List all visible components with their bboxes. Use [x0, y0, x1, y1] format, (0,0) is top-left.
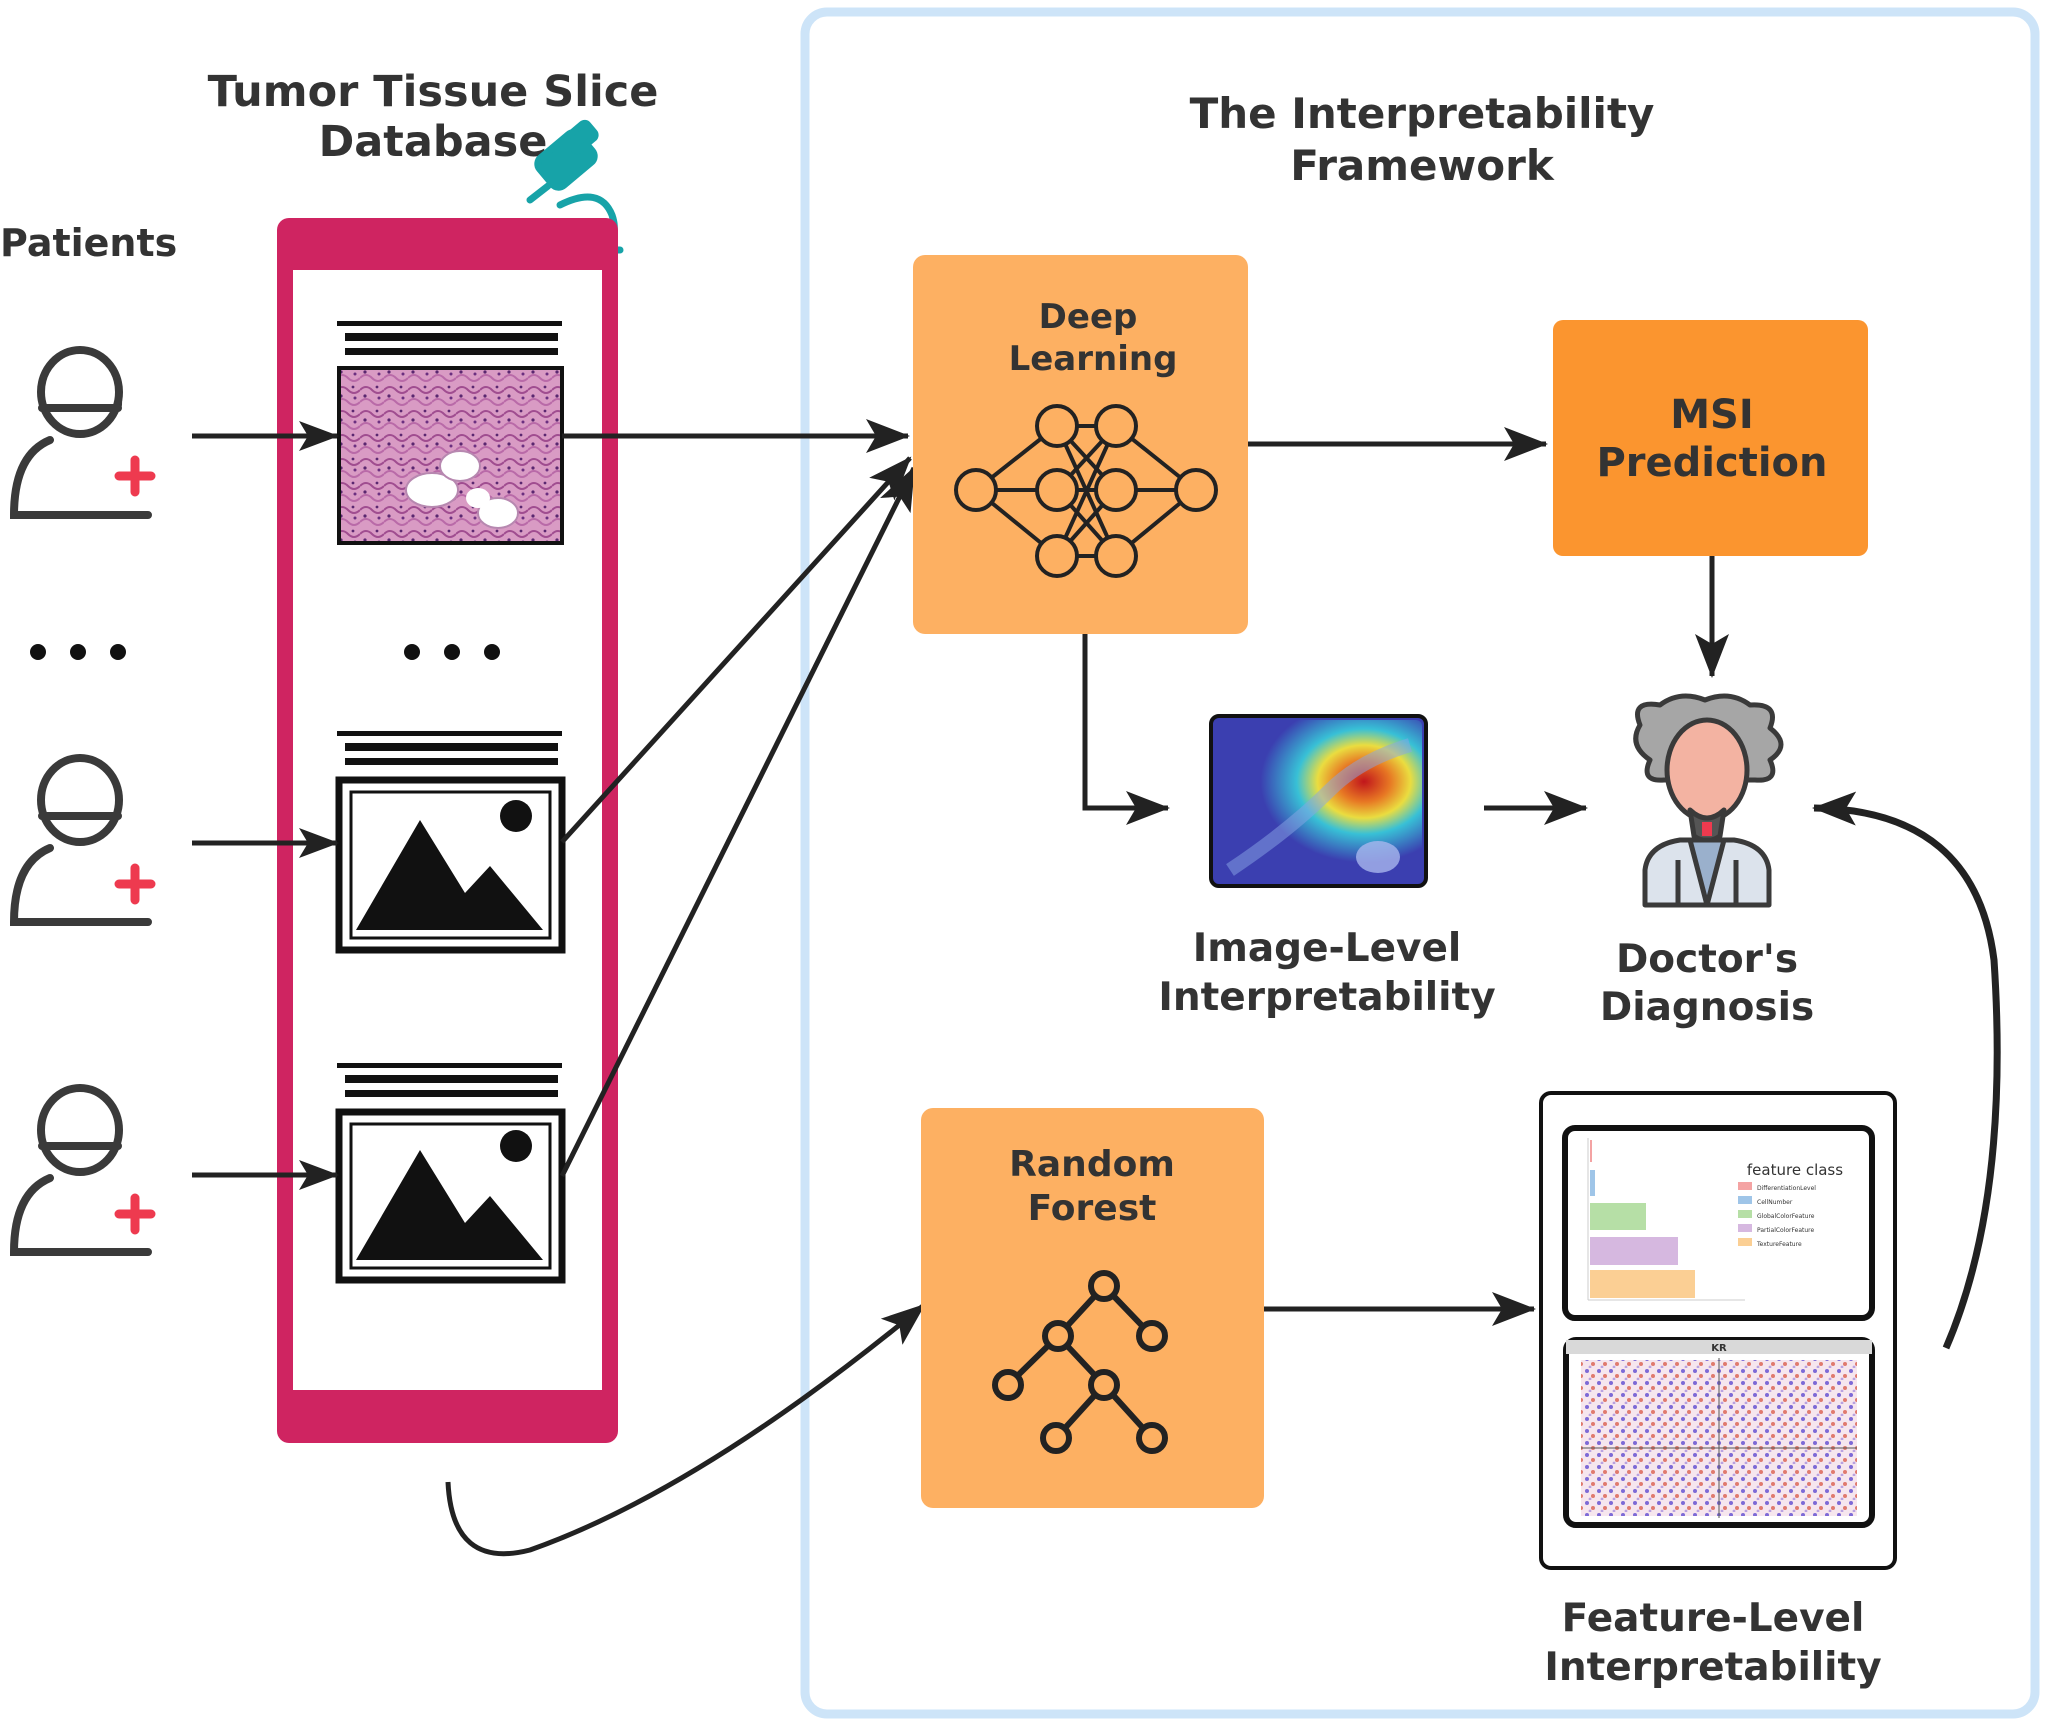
- msi-line1: MSI: [1670, 392, 1754, 438]
- legend-item-5: TextureFeature: [1756, 1241, 1802, 1248]
- feature-level-panel: feature class DifferentiationLevel CellN…: [1539, 1091, 1897, 1570]
- patient-icon-3: [9, 1084, 156, 1256]
- legend-item-3: GlobalColorFeature: [1757, 1213, 1815, 1220]
- feature-importance-chart: feature class DifferentiationLevel CellN…: [1562, 1125, 1875, 1321]
- arrow-slide3-to-dl: [559, 466, 917, 1178]
- patient-icon-2: [9, 754, 156, 926]
- scatter-header: KR: [1711, 1343, 1727, 1354]
- legend-item-1: DifferentiationLevel: [1757, 1185, 1816, 1192]
- slide-image-icon-2: [335, 731, 566, 954]
- doctor-line2: Diagnosis: [1600, 985, 1814, 1030]
- legend-title: feature class: [1747, 1161, 1843, 1179]
- arrow-slide2-to-dl: [560, 456, 912, 844]
- slide-he-thumbnail: [337, 321, 564, 545]
- deep-learning-line2: Learning: [1009, 339, 1178, 379]
- slides-ellipsis: [404, 644, 500, 660]
- legend-item-2: CellNumber: [1757, 1199, 1793, 1206]
- random-forest-line1: Random: [1009, 1144, 1175, 1185]
- bar-partial-color: [1590, 1237, 1678, 1265]
- framework-border: [800, 7, 2040, 1719]
- feature-level-line1: Feature-Level: [1562, 1596, 1865, 1641]
- ellipsis-icon: [30, 644, 126, 660]
- doctor-icon: [1633, 693, 1784, 908]
- legend-item-4: PartialColorFeature: [1757, 1227, 1815, 1234]
- decision-tree-icon: [992, 1270, 1168, 1454]
- deep-learning-box: Deep Learning: [913, 255, 1248, 634]
- bar-differentiation-level: [1590, 1140, 1592, 1162]
- slide-image-icon-3: [335, 1063, 566, 1284]
- doctor-line1: Doctor's: [1616, 937, 1798, 982]
- bar-cell-number: [1590, 1170, 1595, 1196]
- deep-learning-line1: Deep: [1039, 297, 1138, 337]
- patient-icon-1: [9, 346, 156, 519]
- patients-label: Patients: [0, 221, 177, 265]
- image-level-line2: Interpretability: [1158, 975, 1495, 1020]
- arrows: [192, 419, 2001, 1557]
- bar-global-color: [1590, 1203, 1646, 1230]
- arrow-dl-to-heatmap: [1082, 634, 1170, 825]
- msi-line2: Prediction: [1596, 440, 1827, 486]
- database-title-line2: Database: [319, 117, 548, 167]
- random-forest-box: Random Forest: [921, 1108, 1264, 1508]
- database-title-line1: Tumor Tissue Slice: [208, 67, 659, 117]
- framework-title-line1: The Interpretability: [1190, 89, 1655, 138]
- arrow-database-to-rf: [445, 1303, 926, 1557]
- bar-texture: [1590, 1270, 1695, 1298]
- random-forest-line2: Forest: [1028, 1188, 1157, 1229]
- msi-prediction-box: MSI Prediction: [1553, 320, 1868, 556]
- framework-title-line2: Framework: [1290, 141, 1555, 190]
- arrow-feature-to-doctor: [1812, 791, 2001, 1350]
- heatmap-image: [1209, 714, 1428, 888]
- neural-network-icon: [954, 404, 1218, 578]
- feature-level-line2: Interpretability: [1544, 1645, 1881, 1690]
- image-level-line1: Image-Level: [1193, 926, 1462, 971]
- feature-scatter-chart: KR: [1563, 1337, 1875, 1528]
